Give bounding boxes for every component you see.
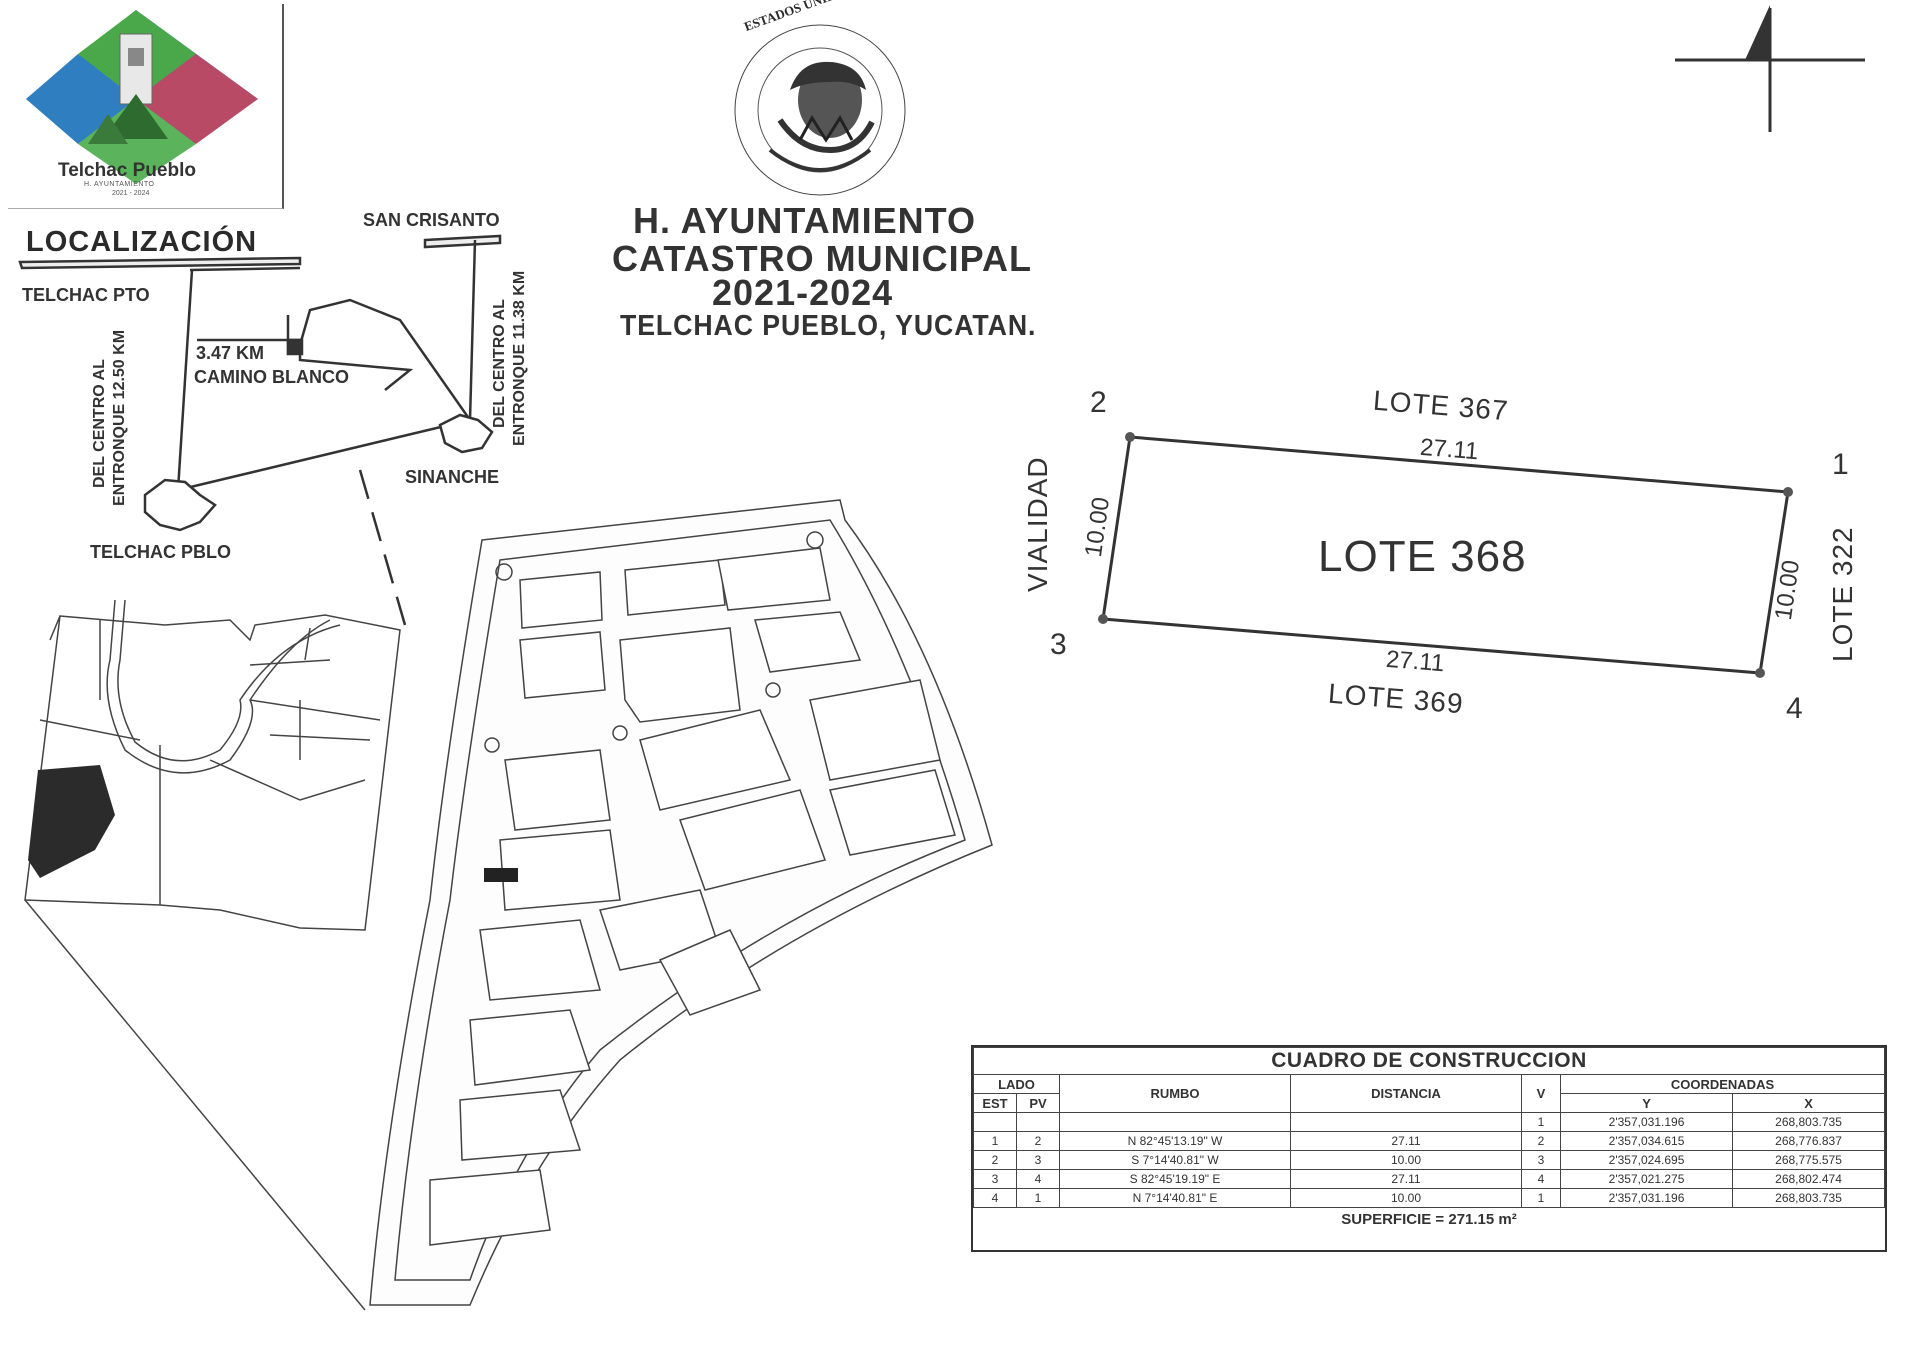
lot-west-label: VIALIDAD xyxy=(1022,456,1053,592)
table-row: 3 4 S 82°45'19.19" E 27.11 4 2'357,021.2… xyxy=(973,1169,1885,1189)
header-y: Y xyxy=(1559,1093,1734,1113)
header-x: X xyxy=(1732,1093,1885,1113)
lot-east-label: LOTE 322 xyxy=(1827,526,1858,662)
table-row: 2 3 S 7°14'40.81" W 10.00 3 2'357,024.69… xyxy=(973,1150,1885,1170)
header-rumbo: RUMBO xyxy=(1059,1074,1291,1113)
header-v: V xyxy=(1521,1074,1561,1113)
table-row: 1 2 N 82°45'13.19" W 27.11 2 2'357,034.6… xyxy=(973,1131,1885,1151)
table-row: 1 2'357,031.196 268,803.735 xyxy=(973,1112,1885,1132)
header-distancia: DISTANCIA xyxy=(1290,1074,1522,1113)
cell-pv: 1 xyxy=(1016,1188,1060,1208)
cell-rumbo: S 7°14'40.81" W xyxy=(1059,1150,1291,1170)
cell-rumbo: N 7°14'40.81" E xyxy=(1059,1188,1291,1208)
label-san-crisanto: SAN CRISANTO xyxy=(363,210,500,230)
cell-est: 2 xyxy=(973,1150,1017,1170)
heading-period: 2021-2024 xyxy=(712,272,894,313)
label-km: 3.47 KM xyxy=(196,343,265,363)
lot-dim-bottom: 27.11 xyxy=(1385,645,1446,678)
heading-catastro: CATASTRO MUNICIPAL xyxy=(612,238,1032,279)
heading-location: TELCHAC PUEBLO, YUCATAN. xyxy=(620,310,1037,342)
label-left-road-2: ENTRONQUE 12.50 KM xyxy=(111,329,128,506)
superficie-total: SUPERFICIE = 271.15 m² xyxy=(1341,1210,1517,1228)
cell-distancia: 27.11 xyxy=(1290,1169,1522,1189)
municipal-logo xyxy=(8,4,284,209)
lot-south-label: LOTE 369 xyxy=(1327,677,1465,720)
cell-est: 4 xyxy=(973,1188,1017,1208)
logo-period: 2021 - 2024 xyxy=(112,190,150,197)
cell-x: 268,775.575 xyxy=(1732,1150,1885,1170)
header-coordenadas: COORDENADAS xyxy=(1560,1074,1885,1094)
cell-x: 268,803.735 xyxy=(1732,1112,1885,1132)
cell-v: 3 xyxy=(1521,1150,1561,1170)
lot-location-marker xyxy=(484,868,518,882)
cell-distancia: 27.11 xyxy=(1290,1131,1522,1151)
cell-y: 2'357,021.275 xyxy=(1559,1169,1734,1189)
lot-dim-top: 27.11 xyxy=(1419,433,1480,466)
cell-y: 2'357,031.196 xyxy=(1559,1112,1734,1132)
cell-y: 2'357,031.196 xyxy=(1559,1188,1734,1208)
cell-v: 1 xyxy=(1521,1112,1561,1132)
label-right-road-2: ENTRONQUE 11.38 KM xyxy=(511,270,528,446)
vertex-label-3: 3 xyxy=(1050,628,1067,661)
lot-dim-left: 10.00 xyxy=(1080,495,1116,559)
location-title: LOCALIZACIÓN xyxy=(26,226,258,258)
construction-table: CUADRO DE CONSTRUCCION LADO RUMBO DISTAN… xyxy=(971,1045,1887,1252)
cell-rumbo: S 82°45'19.19" E xyxy=(1059,1169,1291,1189)
cell-rumbo: N 82°45'13.19" W xyxy=(1059,1131,1291,1151)
cell-v: 2 xyxy=(1521,1131,1561,1151)
table-row: 4 1 N 7°14'40.81" E 10.00 1 2'357,031.19… xyxy=(973,1188,1885,1208)
logo-subtitle: H. AYUNTAMIENTO xyxy=(84,181,155,188)
cell-v: 1 xyxy=(1521,1188,1561,1208)
vertex-label-4: 4 xyxy=(1786,692,1803,725)
highlight-area xyxy=(28,765,115,878)
cell-distancia: 10.00 xyxy=(1290,1150,1522,1170)
lot-dim-right: 10.00 xyxy=(1770,558,1806,622)
label-left-road-1: DEL CENTRO AL xyxy=(91,359,108,488)
cell-x: 268,802.474 xyxy=(1732,1169,1885,1189)
cell-x: 268,776.837 xyxy=(1732,1131,1885,1151)
cell-v: 4 xyxy=(1521,1169,1561,1189)
header-est: EST xyxy=(973,1093,1017,1113)
cell-y: 2'357,034.615 xyxy=(1559,1131,1734,1151)
cell-pv: 2 xyxy=(1016,1131,1060,1151)
lot-north-label: LOTE 367 xyxy=(1372,384,1510,427)
header-pv: PV xyxy=(1016,1093,1060,1113)
cell-y: 2'357,024.695 xyxy=(1559,1150,1734,1170)
vertex-label-2: 2 xyxy=(1090,386,1107,419)
label-camino-blanco: CAMINO BLANCO xyxy=(194,367,349,387)
label-sinanche: SINANCHE xyxy=(405,467,500,487)
cell-distancia: 10.00 xyxy=(1290,1188,1522,1208)
lot-main-label: LOTE 368 xyxy=(1318,532,1527,581)
cell-x: 268,803.735 xyxy=(1732,1188,1885,1208)
logo-title: Telchac Pueblo xyxy=(58,160,196,181)
seal-inscription: ESTADOS UNIDOS MEXICANOS xyxy=(742,0,933,35)
cell-est: 1 xyxy=(973,1131,1017,1151)
label-telchac-pto: TELCHAC PTO xyxy=(22,285,150,305)
table-caption: CUADRO DE CONSTRUCCION xyxy=(973,1047,1885,1075)
logo-graphic xyxy=(26,10,258,184)
cell-pv: 3 xyxy=(1016,1150,1060,1170)
header-lado: LADO xyxy=(973,1074,1060,1094)
label-telchac-pblo: TELCHAC PBLO xyxy=(90,542,231,562)
cell-pv: 4 xyxy=(1016,1169,1060,1189)
cell-est: 3 xyxy=(973,1169,1017,1189)
heading-ayuntamiento: H. AYUNTAMIENTO xyxy=(633,200,977,241)
label-right-road-1: DEL CENTRO AL xyxy=(491,299,508,428)
vertex-label-1: 1 xyxy=(1832,448,1849,481)
